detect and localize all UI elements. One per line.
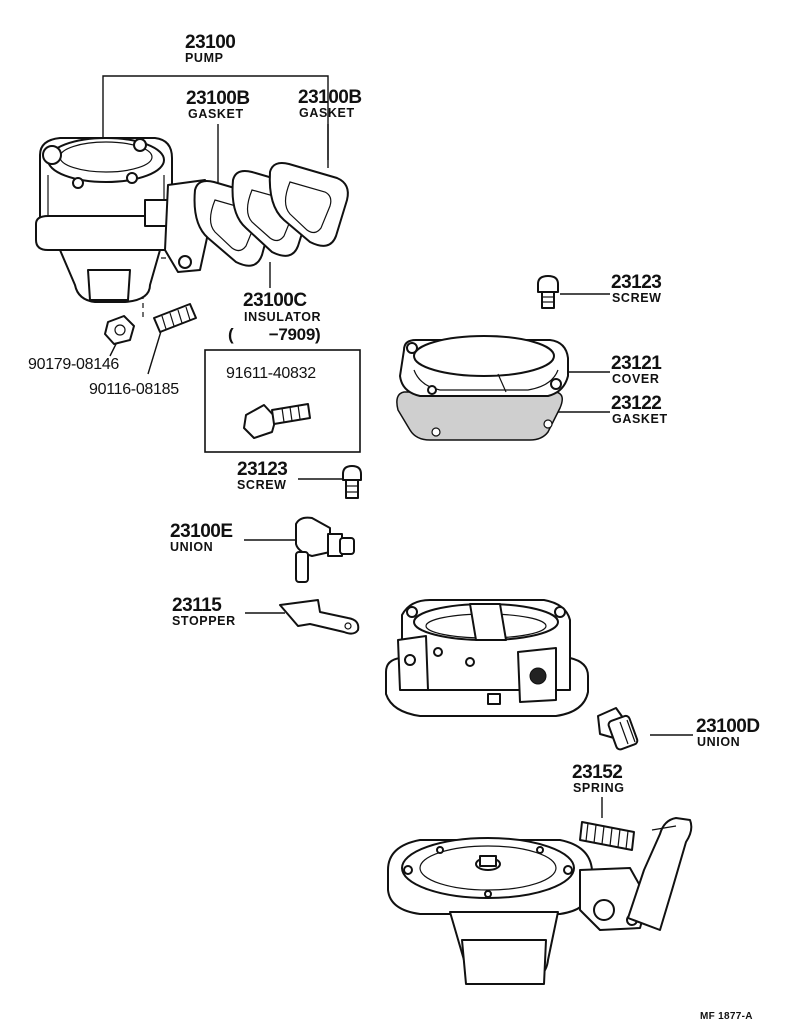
gasket-1-name: GASKET bbox=[188, 107, 244, 121]
pump-body-lever-part bbox=[387, 817, 693, 985]
union-d-part bbox=[597, 707, 639, 751]
insulator-range: ( −7909) bbox=[228, 325, 321, 344]
cover-gasket-number: 23122 bbox=[611, 393, 662, 414]
stud-number: 90116-08185 bbox=[89, 381, 179, 398]
nut-number: 90179-08146 bbox=[28, 356, 120, 373]
nut bbox=[104, 315, 135, 345]
spring-name: SPRING bbox=[573, 781, 625, 795]
insulator-number: 23100C bbox=[243, 290, 307, 311]
gasket-2-number: 23100B bbox=[298, 87, 362, 108]
gasket-2-name: GASKET bbox=[299, 106, 355, 120]
cover-name: COVER bbox=[612, 372, 660, 386]
spring-number: 23152 bbox=[572, 762, 623, 783]
gasket-2 bbox=[268, 162, 349, 247]
union-e-part bbox=[295, 516, 355, 583]
gasket-1-number: 23100B bbox=[186, 88, 250, 109]
cover-gasket-name: GASKET bbox=[612, 412, 668, 426]
screw-lower-part bbox=[342, 465, 362, 499]
union-e-name: UNION bbox=[170, 540, 214, 554]
bolt-number: 91611-40832 bbox=[226, 365, 316, 382]
diagram-code: MF 1877-A bbox=[700, 1011, 753, 1022]
insulator-name: INSULATOR bbox=[244, 310, 322, 324]
lower-housing-part bbox=[385, 599, 589, 717]
stopper-name: STOPPER bbox=[172, 614, 236, 628]
fuel-pump-assembly bbox=[35, 137, 213, 303]
bolt-group-box bbox=[204, 349, 361, 453]
union-e-number: 23100E bbox=[170, 521, 233, 542]
union-d-number: 23100D bbox=[696, 716, 760, 737]
cover-number: 23121 bbox=[611, 353, 662, 374]
stopper-part bbox=[279, 599, 360, 635]
screw-upper-name: SCREW bbox=[612, 291, 662, 305]
pump-name: PUMP bbox=[185, 51, 224, 65]
bolt bbox=[243, 403, 311, 439]
pump-number: 23100 bbox=[185, 32, 236, 53]
leader-lines bbox=[102, 75, 693, 818]
cover-gasket-part bbox=[396, 391, 563, 441]
screw-lower-number: 23123 bbox=[237, 459, 288, 480]
spring-part bbox=[579, 821, 635, 851]
screw-upper-number: 23123 bbox=[611, 272, 662, 293]
cover-part bbox=[399, 335, 569, 397]
union-d-name: UNION bbox=[697, 735, 741, 749]
stopper-number: 23115 bbox=[172, 595, 222, 616]
stud-bolt bbox=[153, 303, 197, 333]
screw-upper-part bbox=[537, 275, 559, 309]
screw-lower-name: SCREW bbox=[237, 478, 287, 492]
